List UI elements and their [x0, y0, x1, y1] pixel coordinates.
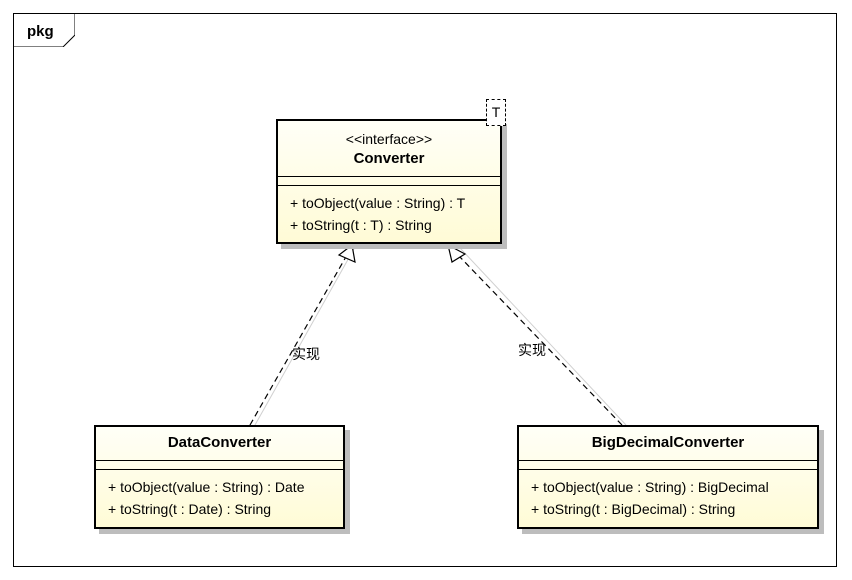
bigdecimal-converter-op-to-string: + toString(t : BigDecimal) : String: [531, 501, 736, 517]
bigdecimal-converter-attributes: [519, 461, 817, 470]
converter-interface[interactable]: <<interface>> Converter + toObject(value…: [276, 119, 502, 244]
package-frame: [13, 13, 837, 567]
bigdecimal-converter-op-to-object: + toObject(value : String) : BigDecimal: [531, 479, 769, 495]
left-realization-label: 实现: [292, 346, 320, 362]
converter-op-to-object: + toObject(value : String) : T: [290, 195, 466, 211]
converter-header: <<interface>> Converter: [278, 121, 500, 177]
bigdecimal-converter-header: BigDecimalConverter: [519, 427, 817, 461]
right-realization-label: 实现: [518, 342, 546, 358]
data-converter-attributes: [96, 461, 343, 470]
package-label: pkg: [27, 23, 54, 40]
converter-name: Converter: [353, 150, 425, 167]
converter-operations: + toObject(value : String) : T + toStrin…: [278, 186, 500, 236]
data-converter-name: DataConverter: [167, 434, 272, 451]
data-converter-operations: + toObject(value : String) : Date + toSt…: [96, 470, 343, 520]
bigdecimal-converter-class[interactable]: BigDecimalConverter + toObject(value : S…: [517, 425, 819, 529]
bigdecimal-converter-name: BigDecimalConverter: [591, 434, 745, 451]
type-parameter: T: [486, 99, 506, 126]
interface-stereotype: <<interface>>: [345, 131, 433, 147]
bigdecimal-converter-operations: + toObject(value : String) : BigDecimal …: [519, 470, 817, 520]
data-converter-class[interactable]: DataConverter + toObject(value : String)…: [94, 425, 345, 529]
data-converter-header: DataConverter: [96, 427, 343, 461]
right-realization-shadow: [459, 247, 627, 426]
right-realization-arrowhead: [447, 243, 467, 263]
data-converter-op-to-string: + toString(t : Date) : String: [108, 501, 272, 517]
converter-attributes: [278, 177, 500, 186]
left-realization-arrowhead: [337, 243, 356, 263]
package-tab: [13, 13, 75, 47]
left-realization-shadow: [254, 246, 356, 426]
data-converter-op-to-object: + toObject(value : String) : Date: [108, 479, 305, 495]
left-realization-line: [249, 254, 348, 426]
converter-op-to-string: + toString(t : T) : String: [290, 217, 432, 233]
